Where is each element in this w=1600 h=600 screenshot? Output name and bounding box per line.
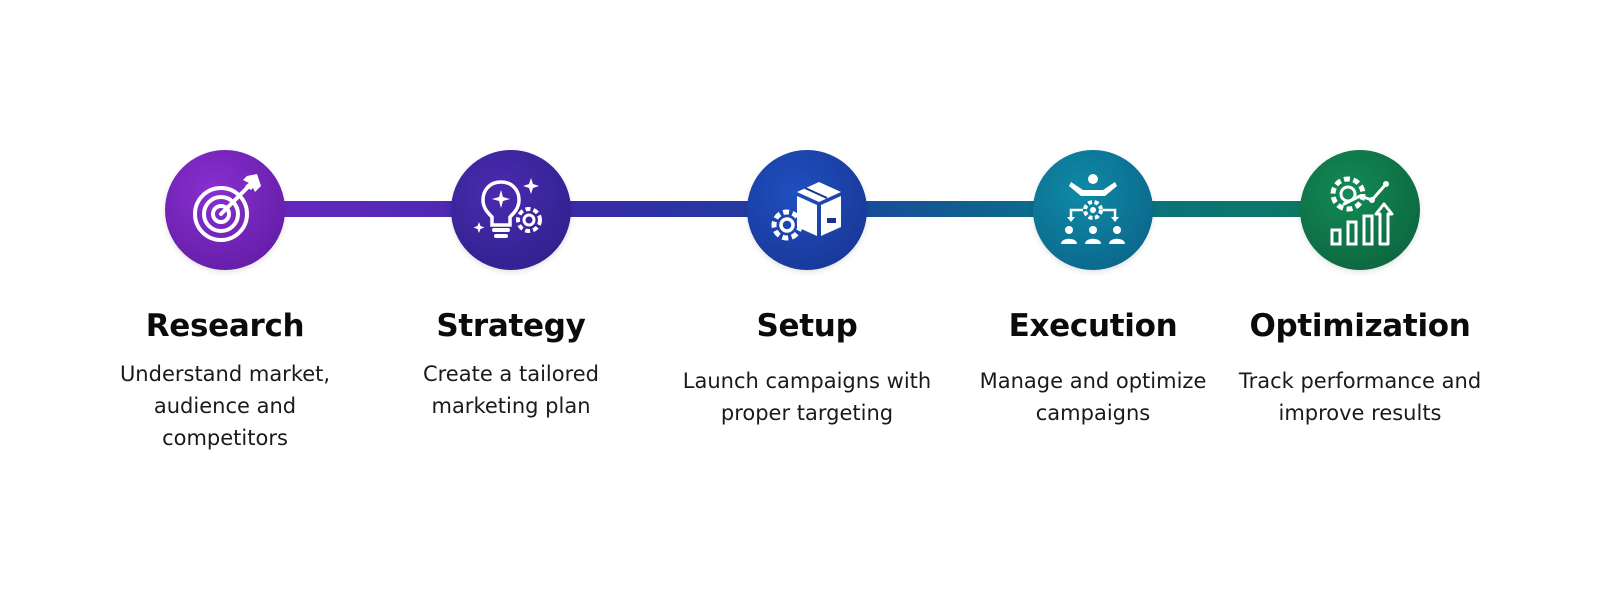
package-gear-icon — [771, 182, 841, 241]
step-icon-circle — [1300, 150, 1420, 270]
step-description: Track performance and improve results — [1238, 369, 1482, 425]
step-execution: Execution Manage and optimize campaigns — [943, 0, 1243, 600]
step-description: Understand market, audience and competit… — [119, 362, 331, 450]
step-optimization: Optimization Track performance and impro… — [1210, 0, 1510, 600]
step-description: Launch campaigns with proper targeting — [682, 369, 932, 425]
gear-growth-chart-icon — [1330, 176, 1394, 246]
step-icon-circle — [165, 150, 285, 270]
step-title: Strategy — [436, 308, 586, 344]
team-management-icon — [1061, 174, 1125, 244]
step-icon-circle — [747, 150, 867, 270]
lightbulb-gear-icon — [473, 178, 542, 238]
step-strategy: Strategy Create a tailored marketing pla… — [361, 0, 661, 600]
step-setup: Setup Launch campaigns with proper targe… — [657, 0, 957, 600]
step-icon-circle — [1033, 150, 1153, 270]
step-title: Execution — [1008, 308, 1178, 344]
step-title: Optimization — [1249, 308, 1471, 344]
step-description: Create a tailored marketing plan — [422, 362, 600, 418]
step-title: Setup — [756, 308, 858, 344]
step-description: Manage and optimize campaigns — [979, 369, 1207, 425]
step-title: Research — [145, 308, 305, 344]
step-research: Research Understand market, audience and… — [75, 0, 375, 600]
target-arrow-icon — [193, 174, 261, 242]
step-icon-circle — [451, 150, 571, 270]
